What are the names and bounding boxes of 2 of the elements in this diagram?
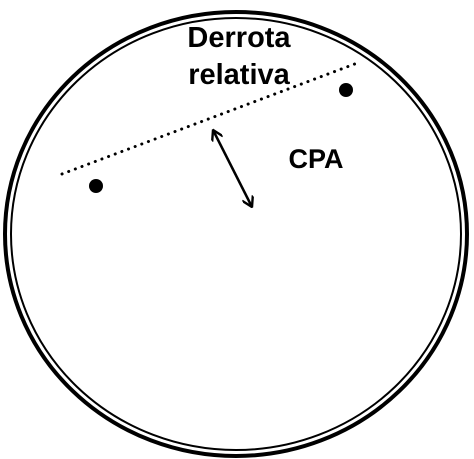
cpa-label: CPA [287, 143, 344, 175]
track-label: Derrota relativa [186, 21, 292, 93]
